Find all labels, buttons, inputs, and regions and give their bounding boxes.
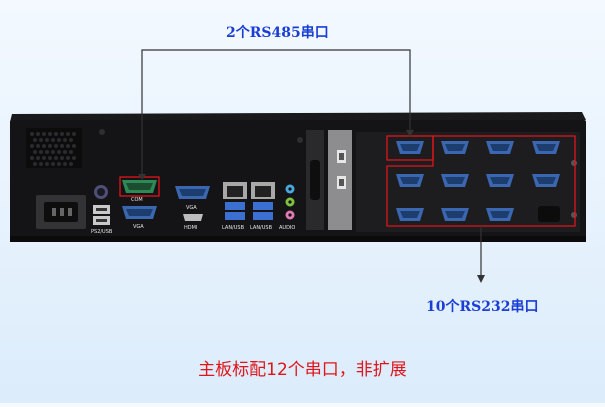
highlight-box-com	[119, 176, 160, 197]
callout-line-top	[141, 49, 411, 177]
arrow-com-icon	[138, 174, 146, 180]
silk-vga-lower: VGA	[133, 224, 144, 230]
callout-rs232-label: 10个RS232串口	[426, 299, 539, 315]
caption: 主板标配12个串口，非扩展	[198, 360, 407, 380]
db9-port-mid-4	[532, 174, 560, 187]
vga-port-upper	[175, 186, 210, 199]
usb-ports-left	[93, 205, 110, 225]
db9-port-top-1	[396, 141, 424, 154]
audio-jacks	[285, 184, 295, 220]
db9-port-top-3	[486, 141, 514, 154]
expansion-slot-2	[328, 130, 352, 230]
silk-audio: AUDIO	[279, 225, 295, 231]
arrow-bottom-icon	[477, 275, 485, 283]
db9-port-mid-1	[396, 174, 424, 187]
silk-hdmi: HDMI	[184, 225, 197, 231]
db9-port-top-2	[441, 141, 469, 154]
blank-plate	[538, 206, 560, 222]
callout-rs485-label: 2个RS485串口	[226, 25, 329, 41]
power-inlet	[36, 195, 86, 229]
db9-port-top-4	[532, 141, 560, 154]
silk-ps2-usb: PS2/USB	[91, 229, 113, 235]
db9-port-bot-3	[486, 208, 514, 221]
db9-port-mid-2	[441, 174, 469, 187]
db9-port-mid-3	[486, 174, 514, 187]
expansion-slot-1	[306, 130, 324, 230]
vga-port-lower	[122, 206, 157, 219]
lan-usb-stack-1	[223, 182, 247, 220]
silk-vga-upper: VGA	[186, 205, 197, 211]
silk-lan-usb-1: LAN/USB	[222, 225, 245, 231]
ps2-port	[94, 185, 108, 199]
hdmi-port	[183, 214, 203, 221]
db9-port-bot-2	[441, 208, 469, 221]
highlight-box-rs232	[386, 135, 576, 227]
silk-com: COM	[131, 197, 143, 203]
arrow-top-icon	[406, 130, 414, 137]
vent-grille	[26, 128, 82, 168]
lan-usb-stack-2	[251, 182, 275, 220]
db9-port-bot-1	[396, 208, 424, 221]
com-port	[122, 180, 157, 193]
silk-lan-usb-2: LAN/USB	[250, 225, 273, 231]
